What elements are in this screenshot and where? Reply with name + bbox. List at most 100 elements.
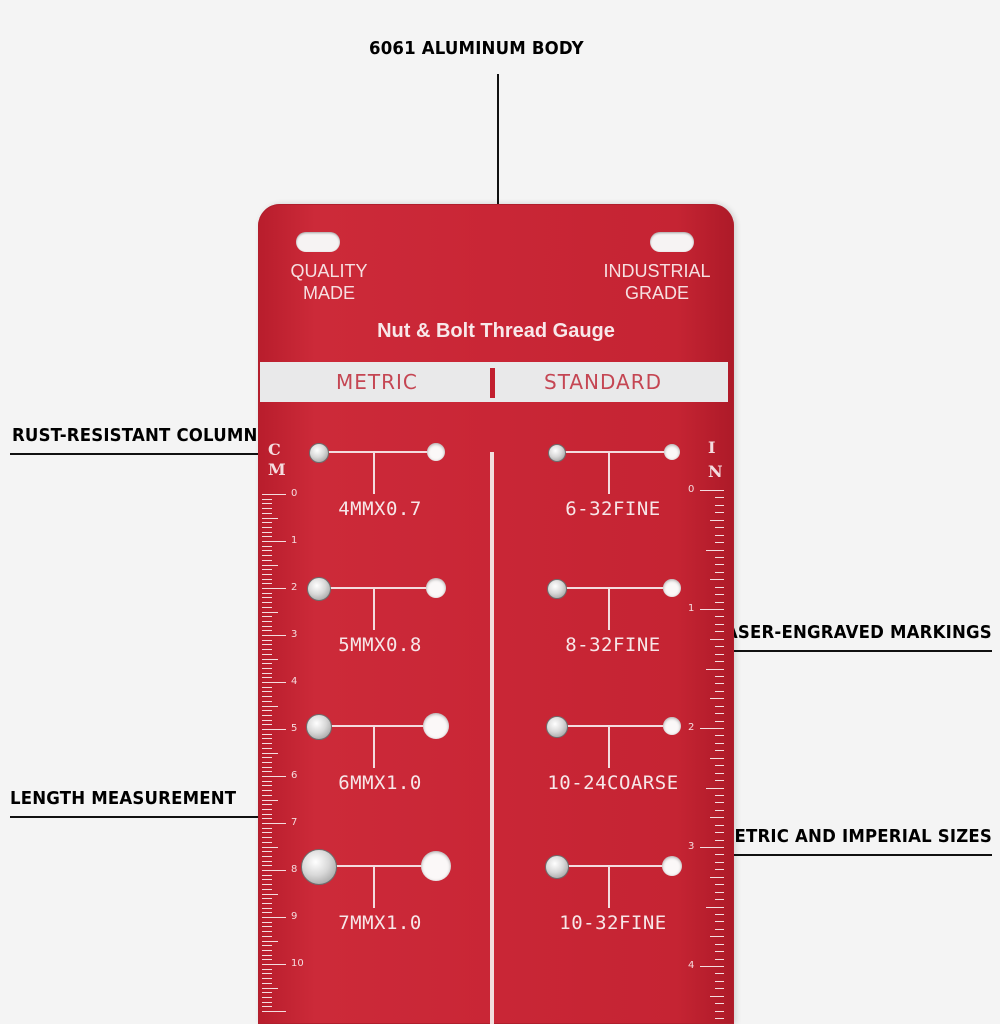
metric-thread-hole[interactable] xyxy=(421,851,451,881)
leader-aluminum-body xyxy=(497,74,499,214)
inch-number: 4 xyxy=(688,960,695,971)
cm-tick xyxy=(262,719,272,721)
cm-tick xyxy=(262,841,272,843)
cm-tick xyxy=(262,865,272,867)
cm-tick xyxy=(262,512,272,514)
inch-tick xyxy=(700,490,724,491)
cm-tick xyxy=(262,536,272,538)
cm-tick xyxy=(262,588,286,589)
metric-header: METRIC xyxy=(336,370,418,394)
inch-tick xyxy=(715,928,724,930)
standard-thread-hole[interactable] xyxy=(663,579,681,597)
cm-tick xyxy=(262,672,272,674)
metric-thread-hole[interactable] xyxy=(423,713,449,739)
cm-tick xyxy=(262,898,272,900)
cm-number: 9 xyxy=(291,911,298,922)
cm-tick xyxy=(262,921,272,923)
metric-row-stem xyxy=(373,866,375,908)
inch-tick xyxy=(715,720,724,722)
cm-tick xyxy=(262,855,272,857)
cm-tick xyxy=(262,743,272,745)
metric-bolt-column xyxy=(309,443,329,463)
inch-tick xyxy=(710,757,724,759)
callout-laser-engraved-markings: LASER-ENGRAVED MARKINGS xyxy=(714,622,992,643)
inch-tick xyxy=(715,832,724,834)
cm-tick xyxy=(262,635,286,636)
inch-tick xyxy=(715,861,724,863)
cm-tick xyxy=(262,954,272,956)
industrial-grade-badge: INDUSTRIAL GRADE xyxy=(592,260,722,304)
leader-laser-engraved-markings xyxy=(652,650,992,652)
inch-tick xyxy=(715,973,724,975)
leader-metric-imperial-sizes xyxy=(698,854,992,856)
cm-tick xyxy=(262,757,272,759)
callout-length-measurement: LENGTH MEASUREMENT xyxy=(10,788,237,809)
cm-tick xyxy=(262,907,272,909)
cm-tick xyxy=(262,733,272,735)
inch-tick xyxy=(715,765,724,767)
cm-tick xyxy=(262,625,272,627)
standard-thread-hole[interactable] xyxy=(664,444,680,460)
cm-tick xyxy=(262,926,272,928)
metric-thread-hole[interactable] xyxy=(426,578,446,598)
cm-tick xyxy=(262,870,286,871)
standard-thread-hole[interactable] xyxy=(663,717,681,735)
inch-tick xyxy=(715,690,724,692)
inch-tick xyxy=(710,519,724,521)
badge-line: QUALITY xyxy=(290,261,368,281)
cm-number: 2 xyxy=(291,582,298,593)
metric-thread-hole[interactable] xyxy=(427,443,445,461)
cm-number: 3 xyxy=(291,629,298,640)
axis-letter: M xyxy=(268,460,286,479)
cm-tick xyxy=(262,978,272,980)
cm-tick xyxy=(262,714,272,716)
standard-row-line xyxy=(556,865,668,867)
cm-tick xyxy=(262,790,272,792)
mounting-slot-right xyxy=(650,232,694,252)
callout-metric-imperial-sizes: METRIC AND IMPERIAL SIZES xyxy=(717,826,992,847)
inch-tick xyxy=(715,586,724,588)
inch-tick xyxy=(715,497,724,499)
cm-tick xyxy=(262,1006,272,1008)
cm-tick xyxy=(262,752,278,754)
inch-tick xyxy=(715,705,724,707)
cm-tick xyxy=(262,996,272,998)
cm-tick xyxy=(262,902,272,904)
cm-tick xyxy=(262,879,272,881)
inch-tick xyxy=(706,787,724,789)
inch-number: 2 xyxy=(688,722,695,733)
cm-tick xyxy=(262,696,272,698)
metric-size-label: 5MMX0.8 xyxy=(338,634,422,656)
quality-made-badge: QUALITY MADE xyxy=(274,260,384,304)
inch-tick xyxy=(715,958,724,960)
inch-tick xyxy=(715,594,724,596)
cm-tick xyxy=(262,663,272,665)
inch-tick xyxy=(715,735,724,737)
metric-row-stem xyxy=(373,452,375,494)
header-separator xyxy=(490,368,495,398)
cm-tick xyxy=(262,597,272,599)
badge-line: MADE xyxy=(302,283,355,303)
inch-tick xyxy=(715,542,724,544)
cm-number: 1 xyxy=(291,535,298,546)
cm-tick xyxy=(262,813,272,815)
inch-tick xyxy=(715,772,724,774)
cm-tick xyxy=(262,653,272,655)
metric-bolt-column xyxy=(307,577,331,601)
cm-tick xyxy=(262,700,272,702)
standard-row-stem xyxy=(608,452,610,494)
cm-number: 6 xyxy=(291,770,298,781)
inch-tick xyxy=(715,988,724,990)
axis-letter: C xyxy=(268,440,281,459)
cm-tick xyxy=(262,682,286,683)
cm-tick xyxy=(262,724,272,726)
inch-tick xyxy=(715,512,724,514)
standard-bolt-column xyxy=(546,716,568,738)
cm-tick xyxy=(262,606,272,608)
cm-tick xyxy=(262,573,272,575)
cm-tick xyxy=(262,799,278,801)
standard-thread-hole[interactable] xyxy=(662,856,682,876)
badge-line: GRADE xyxy=(624,283,689,303)
cm-tick xyxy=(262,578,272,580)
cm-tick xyxy=(262,964,286,965)
